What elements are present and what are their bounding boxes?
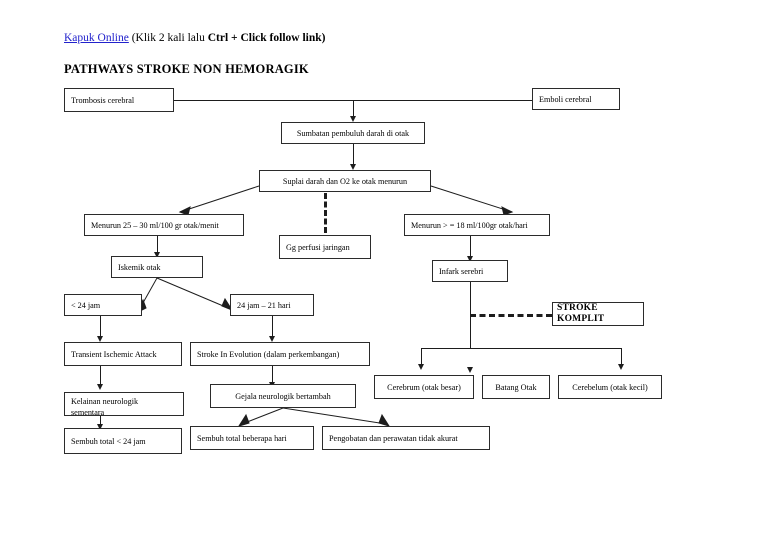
connector-down-to-sumbatan	[353, 100, 354, 118]
node-label: Transient Ischemic Attack	[71, 349, 157, 359]
arrowhead-down-suplai	[350, 164, 356, 170]
node-menurun-18: Menurun > = 18 ml/100gr otak/hari	[404, 214, 550, 236]
node-label: Sembuh total beberapa hari	[197, 433, 287, 443]
connector-sumbatan-to-suplai	[353, 144, 354, 166]
node-label: Cerebrum (otak besar)	[387, 382, 461, 392]
connector-infark-branch-bus	[421, 348, 622, 349]
node-label: 24 jam – 21 hari	[237, 300, 291, 310]
node-suplai-darah-o2: Suplai darah dan O2 ke otak menurun	[259, 170, 431, 192]
node-emboli-cerebral: Emboli cerebral	[532, 88, 620, 110]
arrowhead-down-kelainan	[97, 384, 103, 390]
node-cerebelum: Cerebelum (otak kecil)	[558, 375, 662, 399]
connector-branch-left-drop	[421, 348, 422, 366]
node-sembuh-total-24jam: Sembuh total < 24 jam	[64, 428, 182, 454]
arrowhead-down-batang	[467, 367, 473, 373]
arrowhead-down-sumbatan	[350, 116, 356, 122]
node-iskemik-otak: Iskemik otak	[111, 256, 203, 278]
arrowhead-down-infark	[467, 256, 473, 262]
node-label: Batang Otak	[495, 382, 537, 392]
arrowhead-down-cerebrum	[418, 364, 424, 370]
node-label: Menurun 25 – 30 ml/100 gr otak/menit	[91, 220, 219, 230]
node-label: Iskemik otak	[118, 262, 161, 272]
node-infark-serebri: Infark serebri	[432, 260, 508, 282]
node-label-line1: Kelainan neurologik	[71, 397, 139, 406]
connector-dashed-infark-to-stroke-komplit	[470, 314, 552, 317]
node-transient-ischemic-attack: Transient Ischemic Attack	[64, 342, 182, 366]
node-cerebrum: Cerebrum (otak besar)	[374, 375, 474, 399]
arrowhead-down-sembuh-24jam	[97, 424, 103, 430]
connector-24jam-to-evolution	[272, 316, 273, 338]
kapuk-online-link[interactable]: Kapuk Online	[64, 32, 129, 44]
node-label: Cerebelum (otak kecil)	[572, 382, 648, 392]
node-label: Trombosis cerebral	[71, 95, 135, 105]
node-sembuh-total-beberapa-hari: Sembuh total beberapa hari	[190, 426, 314, 450]
arrowhead-down-iskemik	[154, 252, 160, 258]
header-note-bold: Ctrl + Click follow link)	[207, 32, 326, 44]
node-sumbatan-pembuluh-darah: Sumbatan pembuluh darah di otak	[281, 122, 425, 144]
node-label: Gejala neurologik bertambah	[235, 391, 331, 401]
connector-dashed-suplai-to-gg-perfusi	[324, 193, 327, 233]
node-label: Sembuh total < 24 jam	[71, 436, 146, 446]
node-trombosis-cerebral: Trombosis cerebral	[64, 88, 174, 112]
node-label: STROKE KOMPLIT	[557, 303, 605, 324]
node-24jam-21hari: 24 jam – 21 hari	[230, 294, 314, 316]
node-label: Suplai darah dan O2 ke otak menurun	[282, 176, 408, 186]
node-label: < 24 jam	[71, 300, 101, 310]
connector-lt24jam-to-tia	[100, 316, 101, 338]
node-kelainan-neurologik-sementara: Kelainan neurologik sementara	[64, 392, 184, 416]
node-label: Sumbatan pembuluh darah di otak	[296, 128, 410, 138]
connector-kelainan-to-sembuh	[100, 416, 101, 428]
node-label: Pengobatan dan perawatan tidak akurat	[329, 433, 458, 443]
node-label: Menurun > = 18 ml/100gr otak/hari	[411, 220, 528, 230]
node-pengobatan-tidak-akurat: Pengobatan dan perawatan tidak akurat	[322, 426, 490, 450]
node-label: Gg perfusi jaringan	[286, 242, 350, 252]
arrowhead-down-cerebelum	[618, 364, 624, 370]
page-title: PATHWAYS STROKE NON HEMORAGIK	[64, 62, 309, 76]
connector-trombosis-to-sumbatan	[174, 100, 353, 101]
node-gejala-neurologik-bertambah: Gejala neurologik bertambah	[210, 384, 356, 408]
arrowhead-down-tia	[97, 336, 103, 342]
node-label: Infark serebri	[439, 266, 484, 276]
connector-tia-to-kelainan	[100, 366, 101, 386]
node-stroke-in-evolution: Stroke In Evolution (dalam perkembangan)	[190, 342, 370, 366]
node-batang-otak: Batang Otak	[482, 375, 550, 399]
connector-emboli-to-sumbatan	[353, 100, 532, 101]
connector-evolution-to-gejala	[272, 366, 273, 384]
connector-menurun-to-infark	[470, 236, 471, 258]
node-stroke-komplit: STROKE KOMPLIT	[552, 302, 644, 326]
node-gg-perfusi-jaringan: Gg perfusi jaringan	[279, 235, 371, 259]
node-label-line2: sementara	[71, 408, 105, 416]
header-note-prefix: (Klik 2 kali lalu	[128, 32, 208, 44]
node-label: Kelainan neurologik sementara	[71, 396, 139, 416]
arrowhead-down-evolution	[269, 336, 275, 342]
node-menurun-25-30: Menurun 25 – 30 ml/100 gr otak/menit	[84, 214, 244, 236]
node-lt-24-jam: < 24 jam	[64, 294, 142, 316]
node-label: Stroke In Evolution (dalam perkembangan)	[197, 349, 340, 359]
header-line: Kapuk Online (Klik 2 kali lalu Ctrl + Cl…	[64, 31, 325, 45]
connector-branch-right-drop	[621, 348, 622, 366]
connector-menurun-to-iskemik	[157, 236, 158, 254]
node-label: Emboli cerebral	[539, 94, 592, 104]
